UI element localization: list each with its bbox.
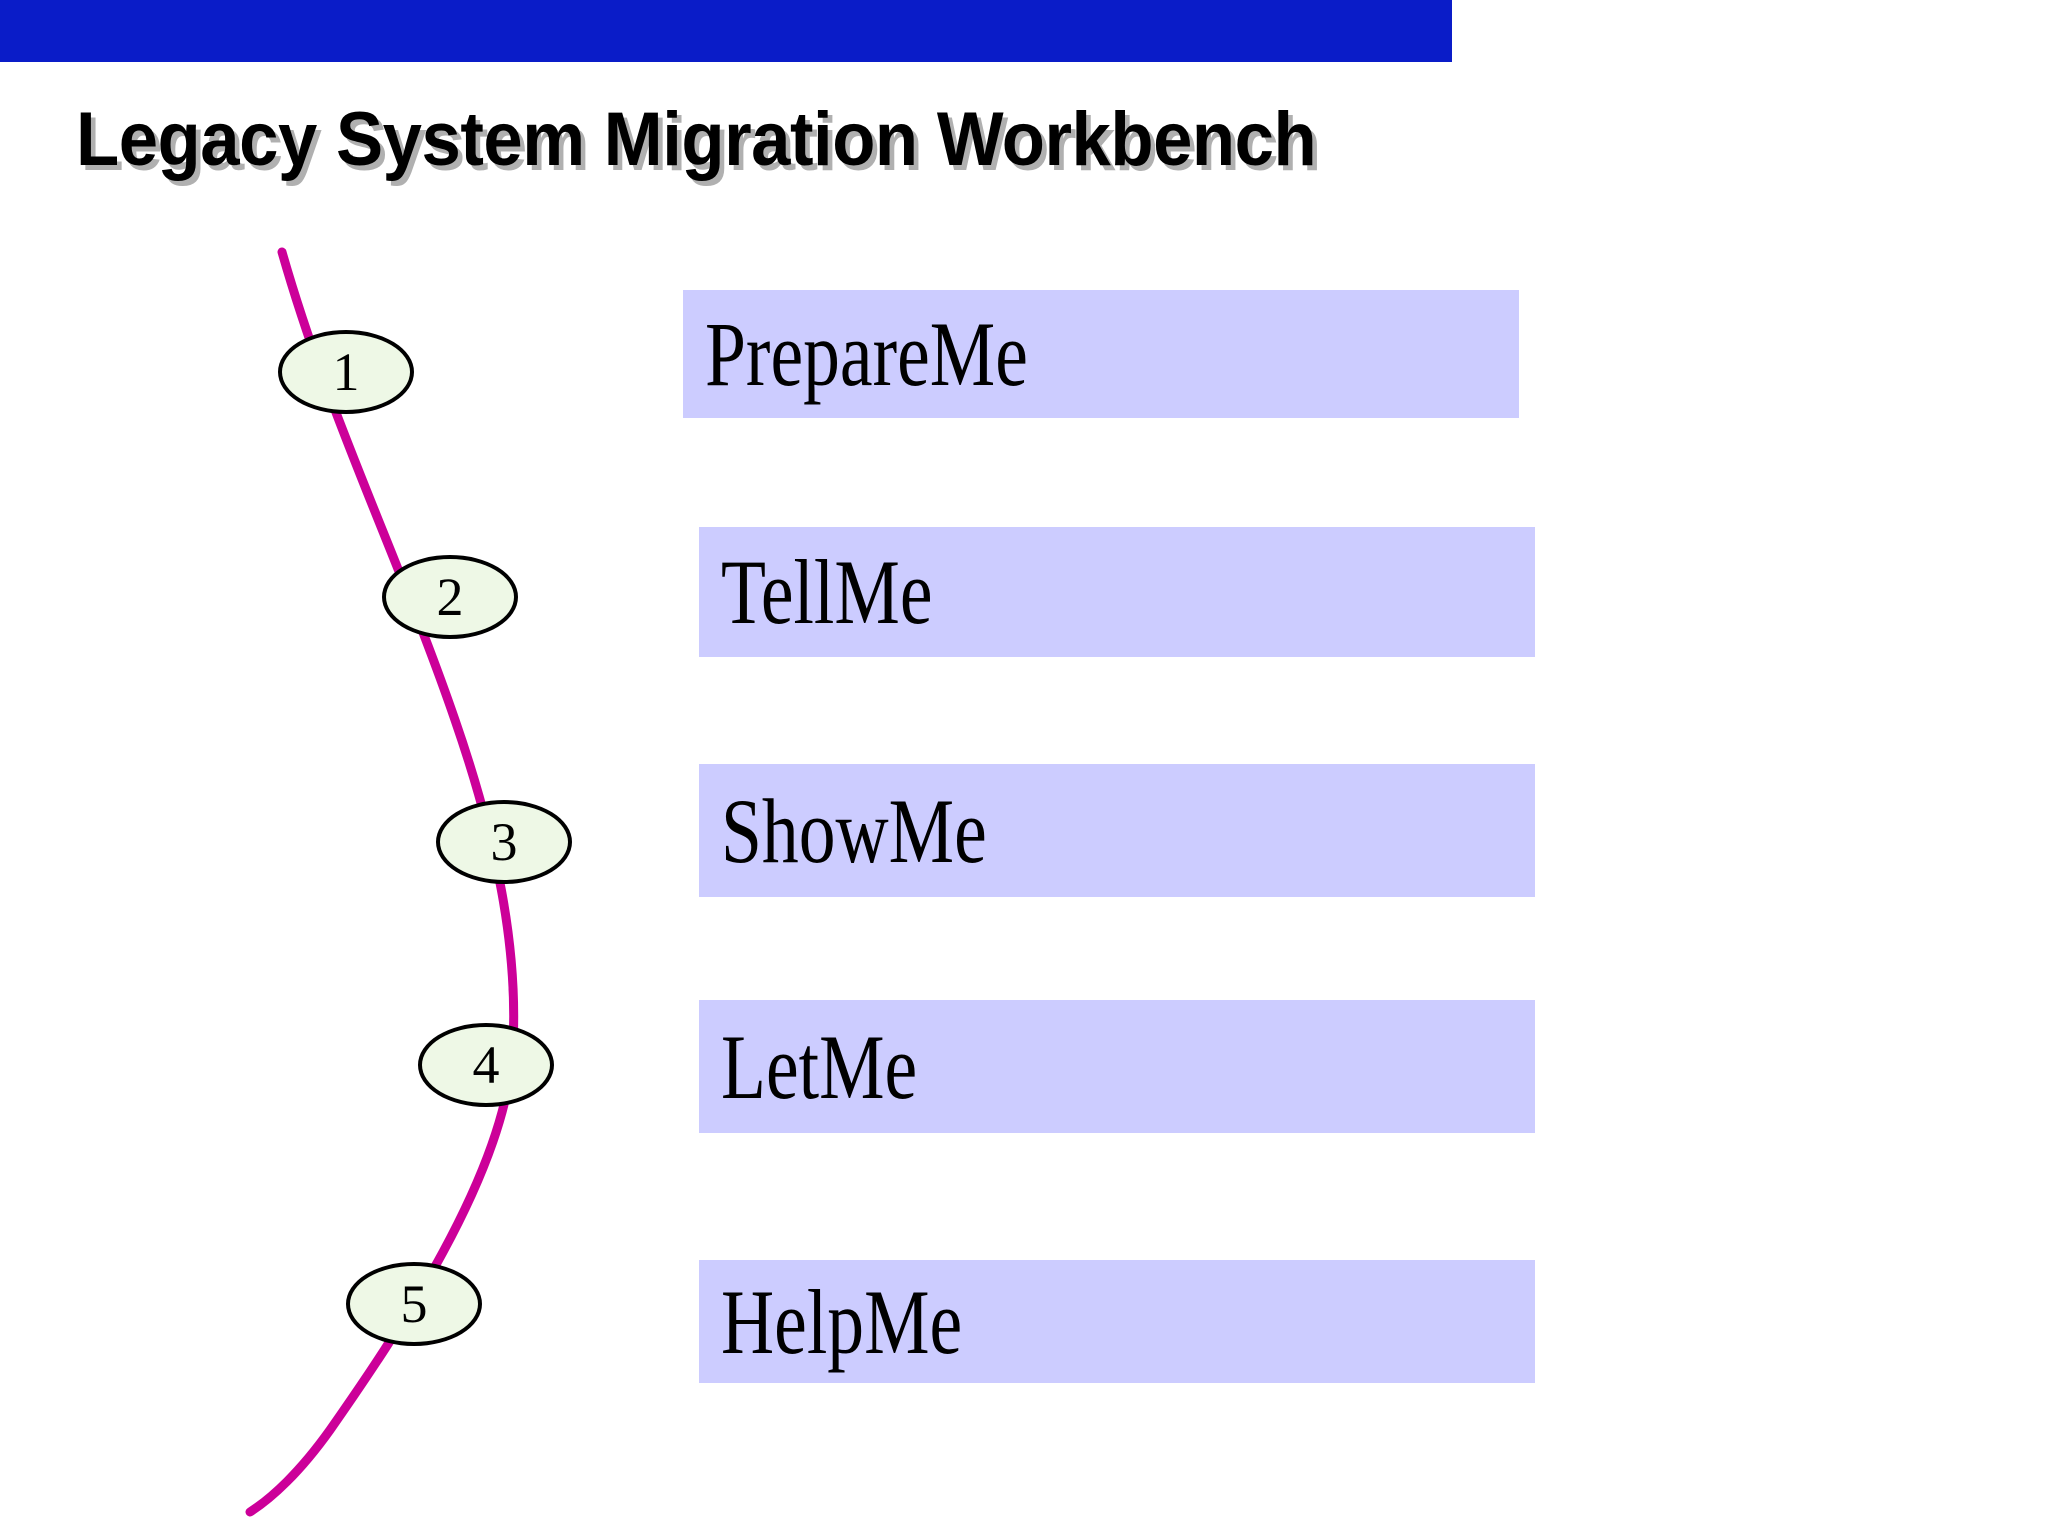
step-number-label: 1 — [332, 342, 360, 402]
page-title: Legacy System Migration Workbench — [76, 97, 1317, 182]
phase-box-helpme[interactable]: HelpMe — [699, 1260, 1535, 1383]
step-number-label: 2 — [436, 567, 464, 627]
phase-label: TellMe — [721, 541, 933, 643]
phase-label: PrepareMe — [705, 303, 1028, 405]
phase-box-letme[interactable]: LetMe — [699, 1000, 1535, 1133]
step-number-label: 4 — [472, 1035, 500, 1095]
step-node-5[interactable]: 5 — [346, 1262, 482, 1346]
step-number-label: 3 — [490, 812, 518, 872]
step-node-3[interactable]: 3 — [436, 800, 572, 884]
phase-box-showme[interactable]: ShowMe — [699, 764, 1535, 897]
phase-label: HelpMe — [721, 1270, 963, 1373]
step-node-1[interactable]: 1 — [278, 330, 414, 414]
phase-box-tellme[interactable]: TellMe — [699, 527, 1535, 657]
phase-box-preparebe[interactable]: PrepareMe — [683, 290, 1519, 418]
step-node-2[interactable]: 2 — [382, 555, 518, 639]
phase-label: LetMe — [721, 1015, 918, 1118]
phase-label: ShowMe — [721, 779, 987, 882]
step-number-label: 5 — [400, 1274, 428, 1334]
header-accent-bar — [0, 0, 1452, 62]
step-node-4[interactable]: 4 — [418, 1023, 554, 1107]
